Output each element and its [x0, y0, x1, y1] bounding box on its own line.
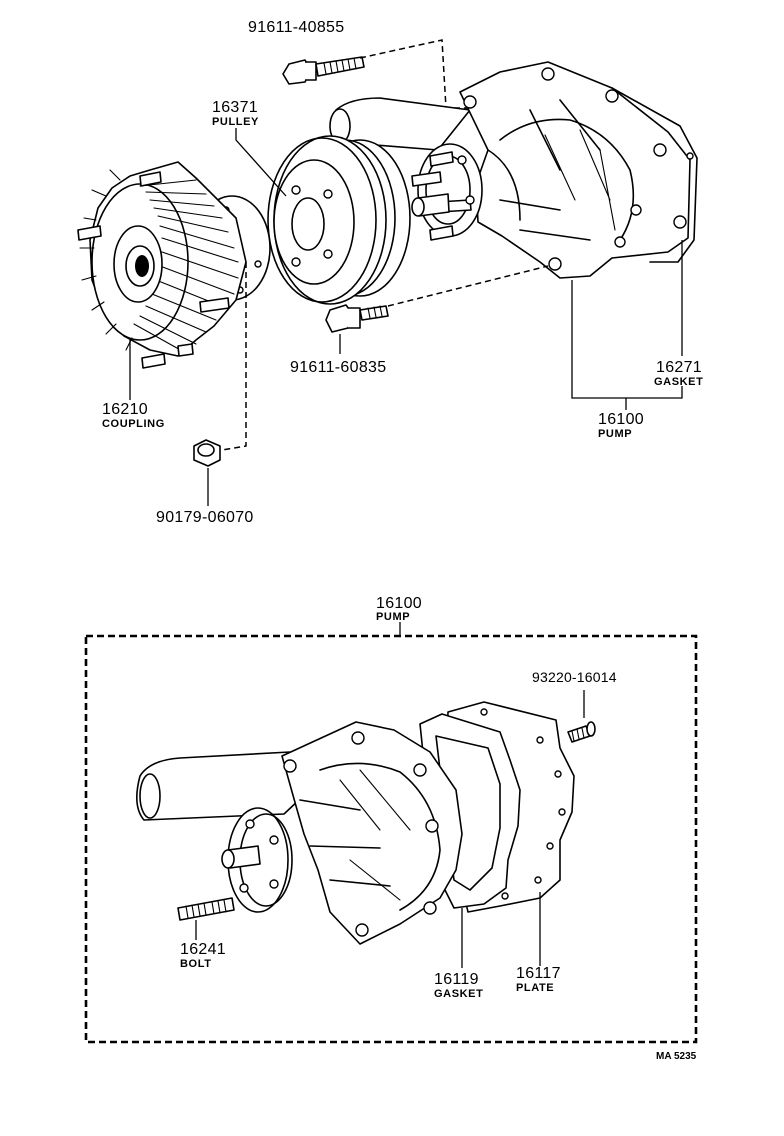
- gasket-detail-number: 16119: [434, 971, 479, 988]
- detail-title-name: PUMP: [376, 611, 411, 623]
- pulley-name: PULLEY: [212, 116, 259, 128]
- stud-number: 16241: [180, 941, 226, 958]
- stud-shape: [177, 897, 235, 921]
- coupling-shape: [77, 161, 271, 369]
- detail-title-number: 16100: [376, 595, 422, 612]
- bolt-lower-shape: [325, 304, 389, 333]
- gasket-name: GASKET: [654, 376, 704, 388]
- pulley-number: 16371: [212, 99, 258, 116]
- plate-number: 16117: [516, 965, 561, 982]
- pump-name: PUMP: [598, 428, 633, 440]
- bolt-lower-number: 91611-60835: [290, 359, 387, 376]
- nut-shape: [193, 439, 221, 467]
- bolt-top-shape: [282, 56, 365, 85]
- coupling-name: COUPLING: [102, 418, 165, 430]
- bolt-top-number: 91611-40855: [248, 19, 345, 36]
- figure-code: MA 5235: [656, 1051, 697, 1062]
- gasket-detail-name: GASKET: [434, 988, 484, 1000]
- gasket-number: 16271: [656, 359, 702, 376]
- nut-number: 90179-06070: [156, 509, 254, 526]
- pump-body-detail: [136, 721, 463, 945]
- screw-number: 93220-16014: [532, 669, 617, 685]
- pump-body-upper: [329, 61, 698, 279]
- coupling-number: 16210: [102, 401, 148, 418]
- pump-number: 16100: [598, 411, 644, 428]
- pulley-shape: [267, 135, 411, 305]
- plate-name: PLATE: [516, 982, 555, 994]
- stud-name: BOLT: [180, 958, 212, 970]
- screw-shape: [567, 721, 596, 743]
